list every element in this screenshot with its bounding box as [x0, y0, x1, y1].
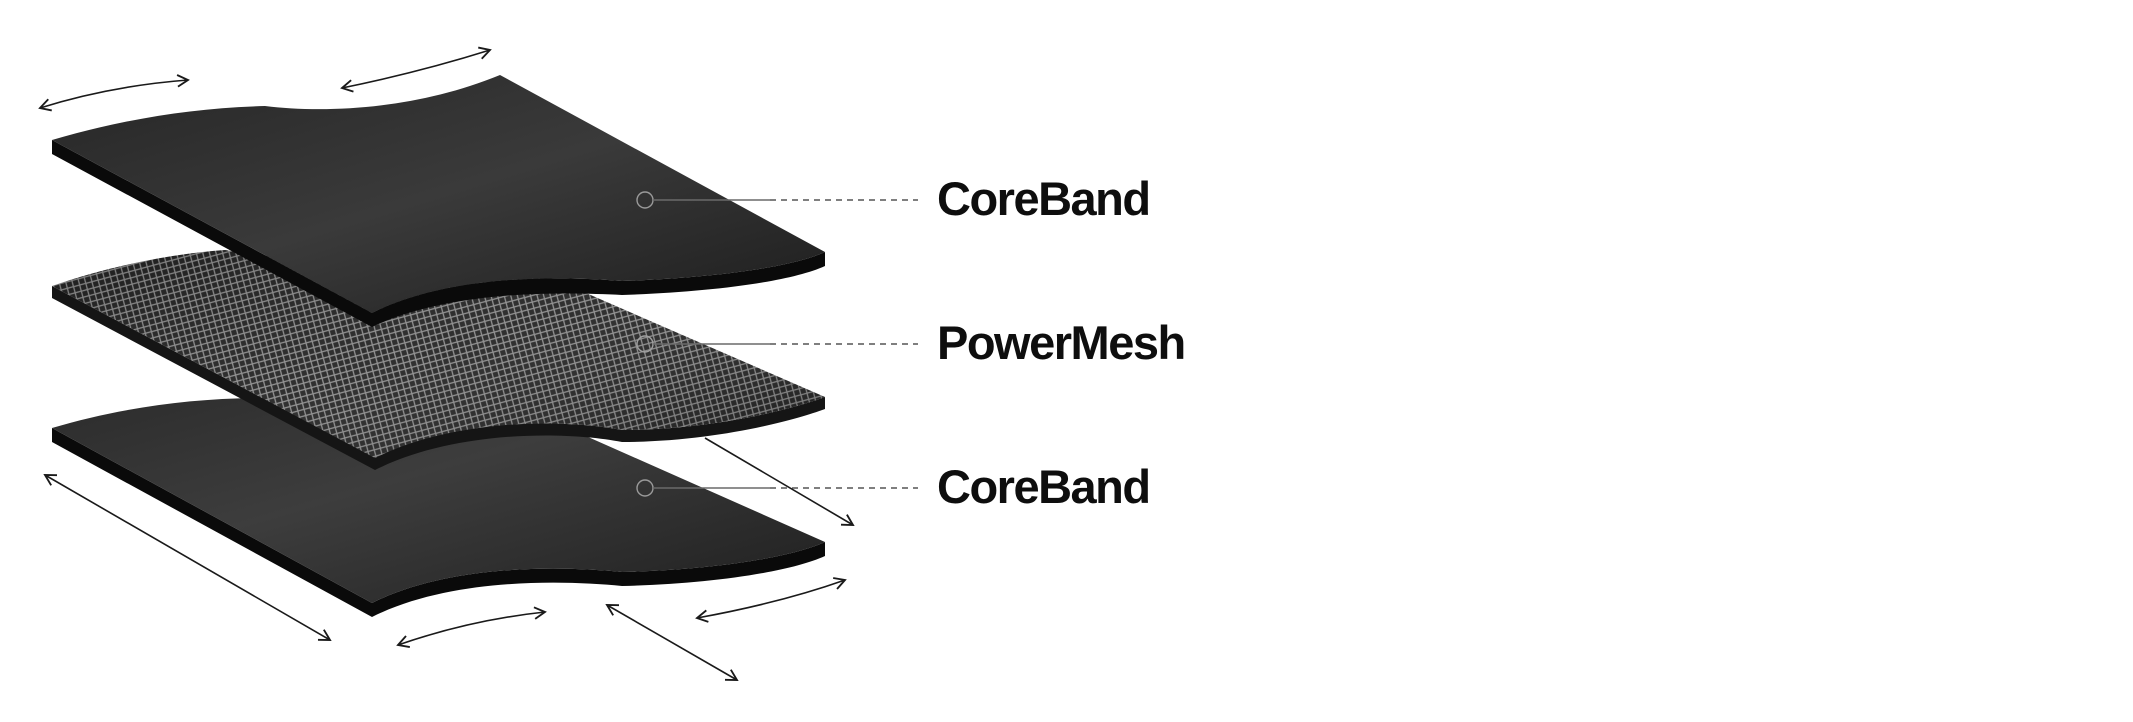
- stretch-arrow-icon: [38, 74, 190, 112]
- layer-label-bottom: CoreBand: [937, 460, 1151, 513]
- stretch-arrow-icon: [43, 474, 332, 641]
- stretch-arrow-icon: [704, 437, 855, 526]
- top-layer: [52, 75, 825, 327]
- top-layer-face: [52, 75, 825, 313]
- leader-bottom: [636, 479, 918, 497]
- stretch-arrow-icon: [695, 577, 847, 623]
- middle-layer: [52, 236, 825, 470]
- layer-label-top: CoreBand: [937, 172, 1151, 225]
- stretch-arrow-icon: [396, 606, 547, 648]
- middle-layer-edge: [52, 286, 825, 470]
- bottom-layer-face: [52, 378, 825, 603]
- stretch-arrow-icon: [605, 604, 739, 681]
- middle-layer-shading: [52, 236, 825, 458]
- stretch-arrow-icon: [340, 46, 492, 93]
- stretch-arrows: [38, 46, 855, 681]
- top-layer-edge: [52, 140, 825, 327]
- leader-top: [636, 191, 918, 209]
- layer-label-middle: PowerMesh: [937, 316, 1186, 369]
- leader-middle: [636, 335, 918, 353]
